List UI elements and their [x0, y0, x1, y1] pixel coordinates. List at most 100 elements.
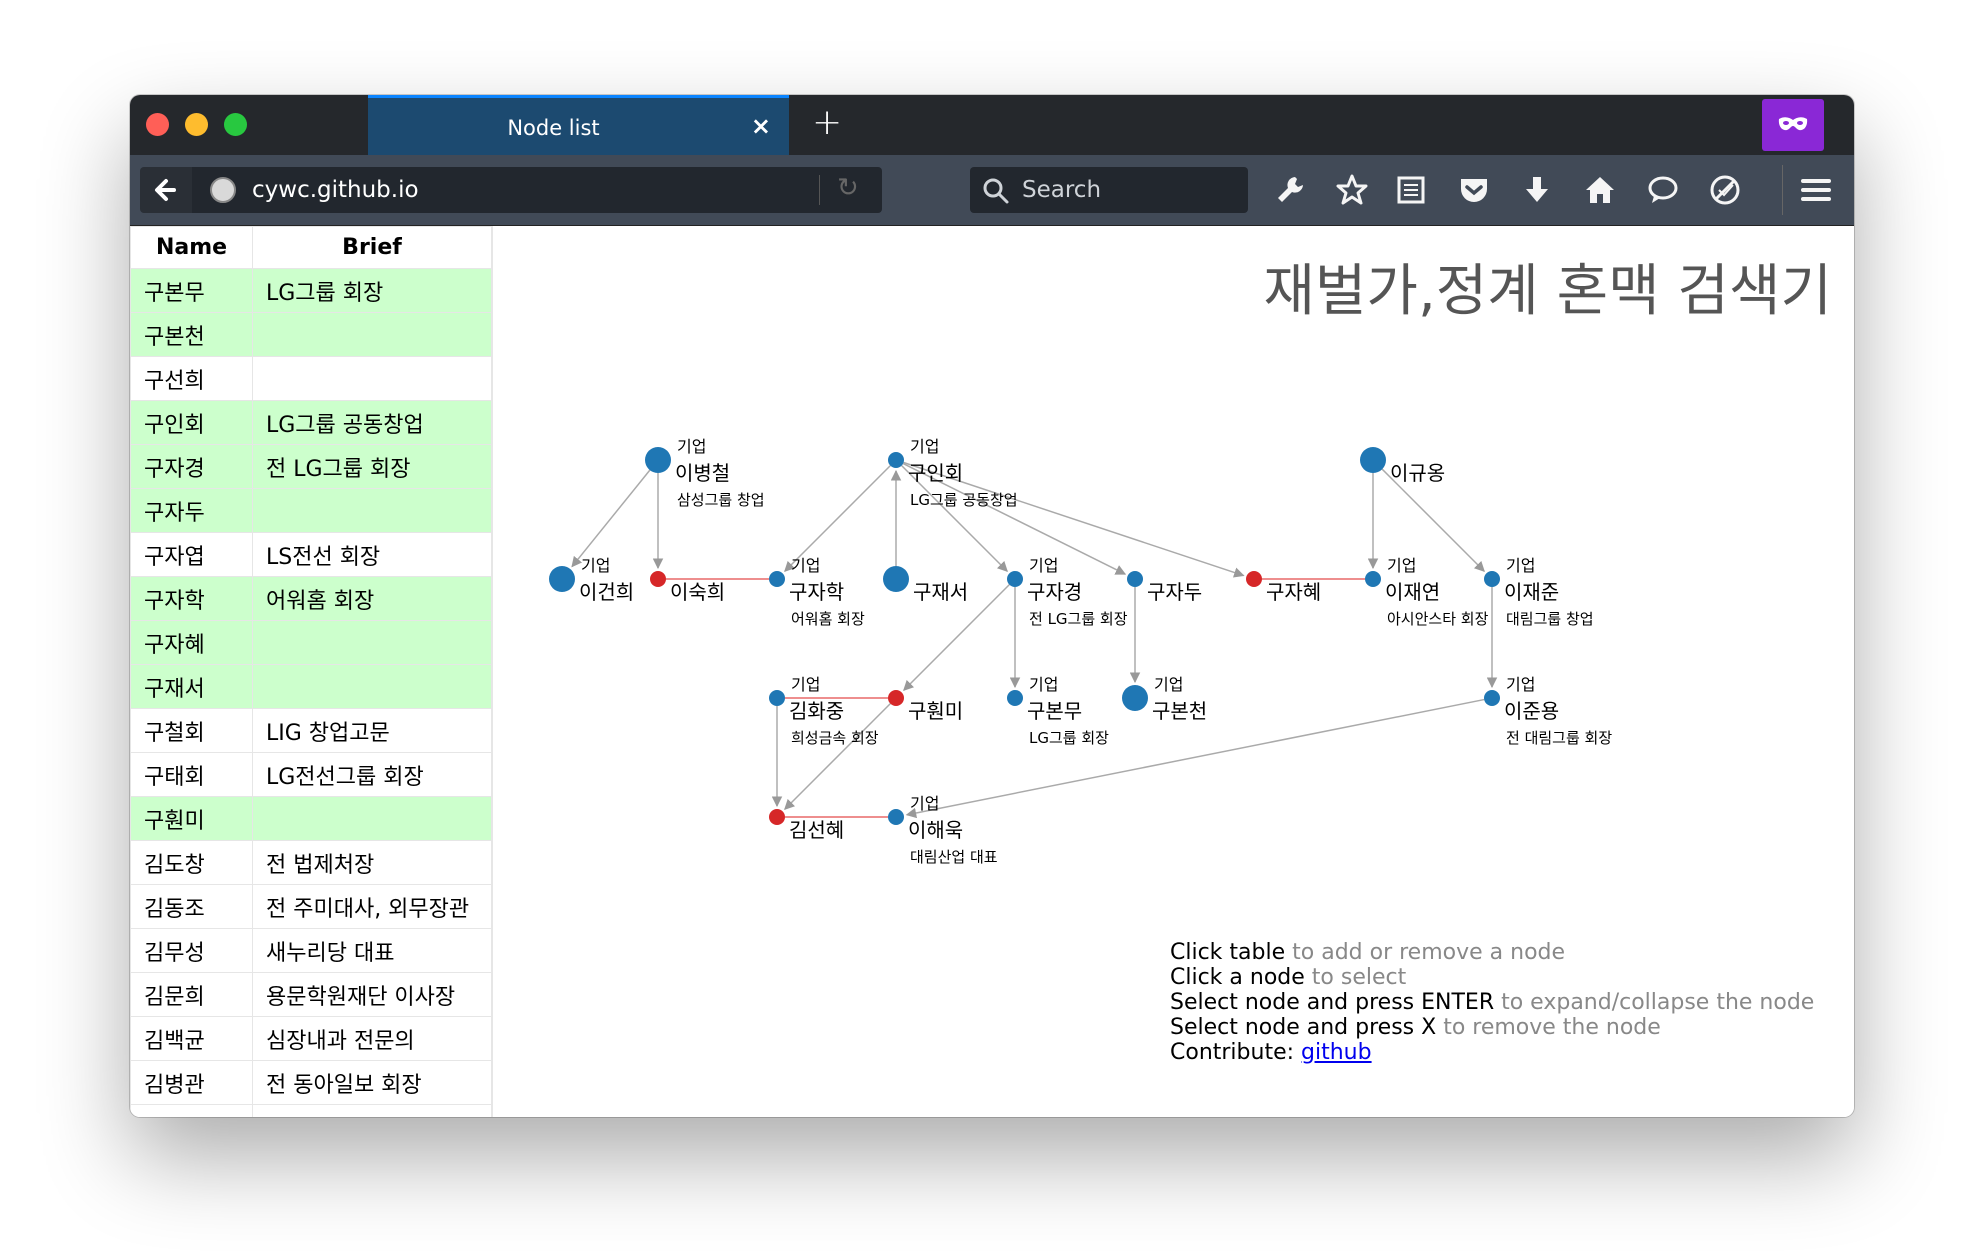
- row-name[interactable]: 구훤미: [130, 796, 253, 841]
- row-brief[interactable]: 전 법제처장: [252, 840, 492, 885]
- reload-icon[interactable]: ↻: [837, 173, 859, 203]
- back-button[interactable]: [140, 167, 192, 213]
- graph-node[interactable]: 구훤미: [888, 690, 963, 723]
- home-icon[interactable]: [1582, 173, 1618, 209]
- row-brief[interactable]: 어워홈 회장: [252, 576, 492, 621]
- reading-list-icon[interactable]: [1393, 173, 1429, 209]
- node-circle[interactable]: [1007, 690, 1023, 706]
- row-name[interactable]: 김병관: [130, 1060, 253, 1105]
- row-name[interactable]: 김무성: [130, 928, 253, 973]
- row-brief[interactable]: [252, 620, 492, 665]
- row-name[interactable]: 김동조: [130, 884, 253, 929]
- node-circle[interactable]: [888, 452, 904, 468]
- node-circle[interactable]: [1122, 685, 1148, 711]
- tab-node-list[interactable]: Node list ×: [368, 95, 789, 155]
- node-circle[interactable]: [645, 447, 671, 473]
- row-name[interactable]: 구자학: [130, 576, 253, 621]
- row-name[interactable]: 김도창: [130, 840, 253, 885]
- graph-node[interactable]: 김선혜: [769, 809, 844, 842]
- node-circle[interactable]: [1127, 571, 1143, 587]
- node-circle[interactable]: [1360, 447, 1386, 473]
- node-circle[interactable]: [769, 690, 785, 706]
- row-brief[interactable]: [252, 356, 492, 401]
- table-row[interactable]: 구자두: [130, 488, 492, 533]
- new-tab-button[interactable]: +: [812, 102, 843, 143]
- node-circle[interactable]: [769, 809, 785, 825]
- node-circle[interactable]: [1365, 571, 1381, 587]
- row-brief[interactable]: [252, 312, 492, 357]
- row-name[interactable]: 구본무: [130, 268, 253, 313]
- zoom-window-button[interactable]: [224, 113, 247, 136]
- table-row[interactable]: 구재서: [130, 664, 492, 709]
- row-name[interactable]: 구본천: [130, 312, 253, 357]
- node-circle[interactable]: [1246, 571, 1262, 587]
- node-circle[interactable]: [769, 571, 785, 587]
- row-brief[interactable]: LS전선 회장: [252, 532, 492, 577]
- download-icon[interactable]: [1519, 173, 1555, 209]
- row-name[interactable]: 구자경: [130, 444, 253, 489]
- node-circle[interactable]: [883, 566, 909, 592]
- row-brief[interactable]: LG그룹 공동창업: [252, 400, 492, 445]
- url-bar[interactable]: cywc.github.io ↻: [192, 167, 882, 213]
- row-name[interactable]: 구재서: [130, 664, 253, 709]
- node-circle[interactable]: [650, 571, 666, 587]
- row-name[interactable]: 구철회: [130, 708, 253, 753]
- table-row[interactable]: 김상만전 동아일보 회장: [130, 1104, 492, 1117]
- graph-node[interactable]: 구자두: [1127, 571, 1202, 604]
- row-name[interactable]: 구자두: [130, 488, 253, 533]
- row-brief[interactable]: LG전선그룹 회장: [252, 752, 492, 797]
- graph-node[interactable]: 이숙희: [650, 571, 725, 604]
- minimize-window-button[interactable]: [185, 113, 208, 136]
- bookmark-star-icon[interactable]: [1334, 173, 1370, 209]
- disabled-extension-icon[interactable]: [1707, 173, 1743, 209]
- row-name[interactable]: 구자엽: [130, 532, 253, 577]
- row-brief[interactable]: LG그룹 회장: [252, 268, 492, 313]
- row-brief[interactable]: 심장내과 전문의: [252, 1016, 492, 1061]
- graph-node[interactable]: 구재서: [883, 566, 968, 604]
- row-brief[interactable]: [252, 664, 492, 709]
- node-circle[interactable]: [1007, 571, 1023, 587]
- node-circle[interactable]: [549, 566, 575, 592]
- node-circle[interactable]: [1484, 571, 1500, 587]
- table-row[interactable]: 구본천: [130, 312, 492, 357]
- graph-node[interactable]: 이규옹: [1360, 447, 1445, 485]
- close-window-button[interactable]: [146, 113, 169, 136]
- node-circle[interactable]: [888, 690, 904, 706]
- wrench-icon[interactable]: [1272, 173, 1308, 209]
- row-brief[interactable]: LIG 창업고문: [252, 708, 492, 753]
- node-circle[interactable]: [1484, 690, 1500, 706]
- graph-node[interactable]: 구자혜: [1246, 571, 1321, 604]
- row-name[interactable]: 김백균: [130, 1016, 253, 1061]
- row-brief[interactable]: 전 주미대사, 외무장관: [252, 884, 492, 929]
- table-row[interactable]: 구자혜: [130, 620, 492, 665]
- row-brief[interactable]: 새누리당 대표: [252, 928, 492, 973]
- row-name[interactable]: 김상만: [130, 1104, 253, 1117]
- tab-close-icon[interactable]: ×: [750, 112, 771, 140]
- row-name[interactable]: 구태회: [130, 752, 253, 797]
- search-input[interactable]: Search: [970, 167, 1248, 213]
- pocket-icon[interactable]: [1456, 173, 1492, 209]
- row-brief[interactable]: [252, 488, 492, 533]
- row-name[interactable]: 김문희: [130, 972, 253, 1017]
